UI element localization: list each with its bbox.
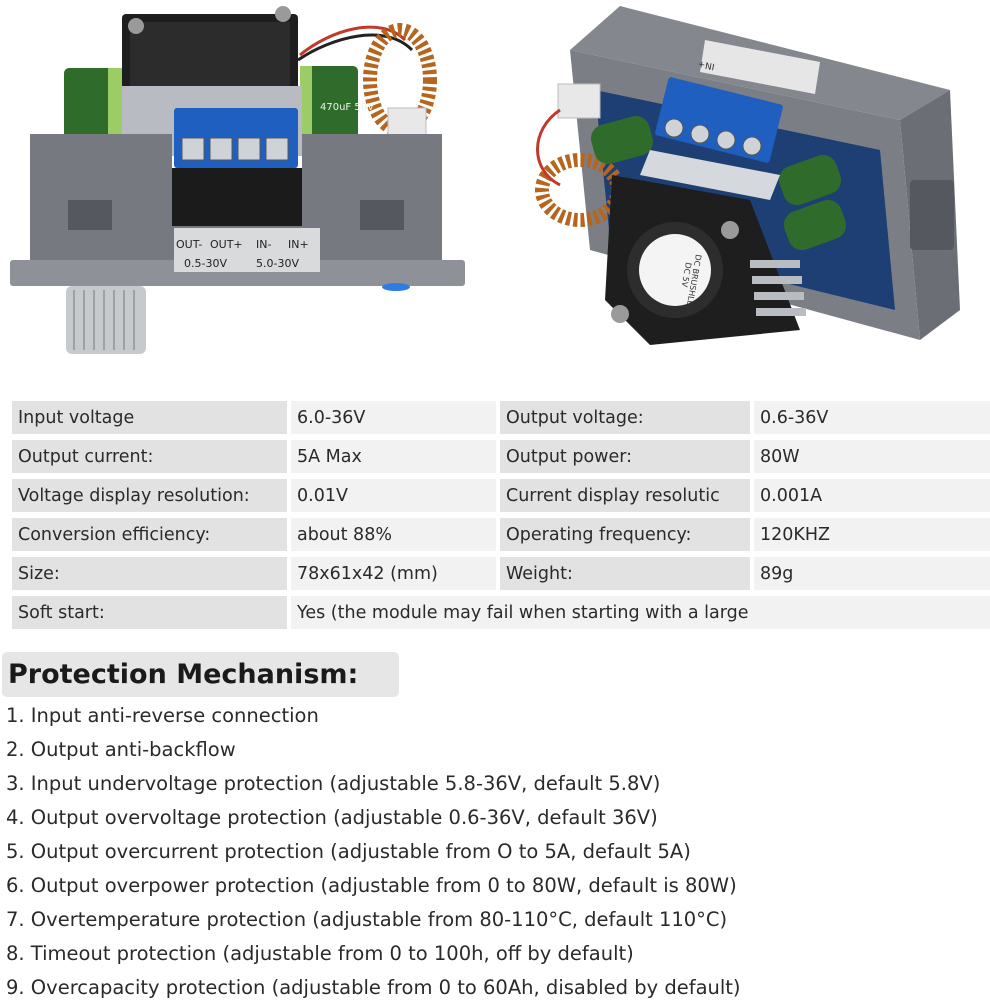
list-item: 6. Output overpower protection (adjustab… bbox=[6, 874, 737, 897]
housing-left bbox=[30, 134, 172, 260]
list-item: 9. Overcapacity protection (adjustable f… bbox=[6, 976, 741, 999]
spec-value: 0.001A bbox=[754, 479, 990, 512]
capacitor-left bbox=[590, 116, 654, 164]
terminal-screws bbox=[664, 118, 762, 156]
red-wire bbox=[536, 108, 561, 187]
spec-label: Current display resolutic bbox=[500, 479, 750, 512]
table-row: Input voltage 6.0-36V Output voltage: 0.… bbox=[12, 401, 990, 434]
spec-label: Voltage display resolution: bbox=[12, 479, 287, 512]
connector-plug bbox=[557, 83, 601, 119]
heatsink-fins bbox=[750, 260, 806, 316]
fan-spec: DC 5V bbox=[680, 262, 693, 289]
black-wire bbox=[297, 33, 414, 62]
table-row: Soft start: Yes (the module may fail whe… bbox=[12, 596, 990, 629]
list-item: 8. Timeout protection (adjustable from 0… bbox=[6, 942, 634, 965]
spec-label: Output power: bbox=[500, 440, 750, 473]
fan-sticker bbox=[639, 234, 711, 306]
clip-right bbox=[360, 200, 404, 230]
terminal-label-in-minus: IN- bbox=[256, 238, 271, 251]
fan-screw-right bbox=[275, 6, 291, 22]
capacitor-right-2 bbox=[783, 199, 847, 251]
fan-screw-bottom bbox=[611, 305, 629, 323]
front-bezel bbox=[10, 260, 465, 286]
spec-table: Input voltage 6.0-36V Output voltage: 0.… bbox=[8, 395, 990, 635]
list-item: 1. Input anti-reverse connection bbox=[6, 704, 319, 727]
clip-left bbox=[68, 200, 112, 230]
terminal-label-out-minus: OUT- bbox=[176, 238, 202, 251]
pcb-strip bbox=[172, 168, 302, 226]
knob-ridges bbox=[73, 290, 135, 350]
section-heading: Protection Mechanism: bbox=[2, 652, 399, 697]
spec-label: Input voltage bbox=[12, 401, 287, 434]
spec-sticker bbox=[700, 40, 820, 94]
product-photo-angle: IN+ DC BRUSHLESS DC 5V bbox=[535, 6, 960, 345]
list-item: 7. Overtemperature protection (adjustabl… bbox=[6, 908, 728, 931]
rotary-knob bbox=[66, 286, 146, 354]
sticker-label-in-plus: IN+ bbox=[697, 58, 715, 71]
blue-led bbox=[382, 283, 410, 291]
capacitor-text-right: 470uF 50V bbox=[320, 102, 374, 113]
table-row: Conversion efficiency: about 88% Operati… bbox=[12, 518, 990, 551]
label-panel bbox=[174, 228, 320, 272]
spec-value: Yes (the module may fail when starting w… bbox=[291, 596, 990, 629]
spec-value: 0.01V bbox=[291, 479, 496, 512]
spec-value: 80W bbox=[754, 440, 990, 473]
spec-label: Soft start: bbox=[12, 596, 287, 629]
table-row: Output current: 5A Max Output power: 80W bbox=[12, 440, 990, 473]
table-row: Size: 78x61x42 (mm) Weight: 89g bbox=[12, 557, 990, 590]
protection-list: 1. Input anti-reverse connection 2. Outp… bbox=[6, 699, 741, 1005]
spec-label: Output voltage: bbox=[500, 401, 750, 434]
product-photo-back: 470uF 50V OUT- OUT+ IN- IN+ 0.5-30V 5.0-… bbox=[10, 6, 465, 354]
list-item: 4. Output overvoltage protection (adjust… bbox=[6, 806, 658, 829]
fan-screw-top bbox=[721, 221, 739, 239]
spec-value: 6.0-36V bbox=[291, 401, 496, 434]
spec-value: 5A Max bbox=[291, 440, 496, 473]
list-item: 5. Output overcurrent protection (adjust… bbox=[6, 840, 691, 863]
range-label-output: 0.5-30V bbox=[184, 257, 227, 270]
spec-value: 89g bbox=[754, 557, 990, 590]
terminal-label-in-plus: IN+ bbox=[288, 238, 309, 251]
spec-label: Output current: bbox=[12, 440, 287, 473]
thermal-pad bbox=[640, 150, 780, 200]
spec-value: 78x61x42 (mm) bbox=[291, 557, 496, 590]
capacitor-right bbox=[300, 66, 358, 148]
connector-plug bbox=[387, 107, 427, 139]
capacitor-stripe-right bbox=[300, 66, 312, 148]
capacitor-stripe-left bbox=[108, 68, 122, 150]
list-item: 2. Output anti-backflow bbox=[6, 738, 236, 761]
spec-value: about 88% bbox=[291, 518, 496, 551]
capacitor-right-1 bbox=[778, 154, 842, 206]
spec-label: Size: bbox=[12, 557, 287, 590]
capacitor-left bbox=[64, 68, 122, 150]
fan-frame bbox=[130, 22, 290, 92]
housing-right bbox=[302, 134, 442, 260]
table-row: Voltage display resolution: 0.01V Curren… bbox=[12, 479, 990, 512]
terminal-label-out-plus: OUT+ bbox=[210, 238, 243, 251]
spec-value: 0.6-36V bbox=[754, 401, 990, 434]
spec-label: Weight: bbox=[500, 557, 750, 590]
terminal-screws bbox=[181, 137, 289, 161]
spec-label: Operating frequency: bbox=[500, 518, 750, 551]
range-label-input: 5.0-30V bbox=[256, 257, 299, 270]
side-clip bbox=[910, 180, 954, 250]
spec-label: Conversion efficiency: bbox=[12, 518, 287, 551]
red-black-wire bbox=[299, 25, 407, 57]
spec-value: 120KHZ bbox=[754, 518, 990, 551]
list-item: 3. Input undervoltage protection (adjust… bbox=[6, 772, 661, 795]
fan-screw-left bbox=[128, 18, 144, 34]
